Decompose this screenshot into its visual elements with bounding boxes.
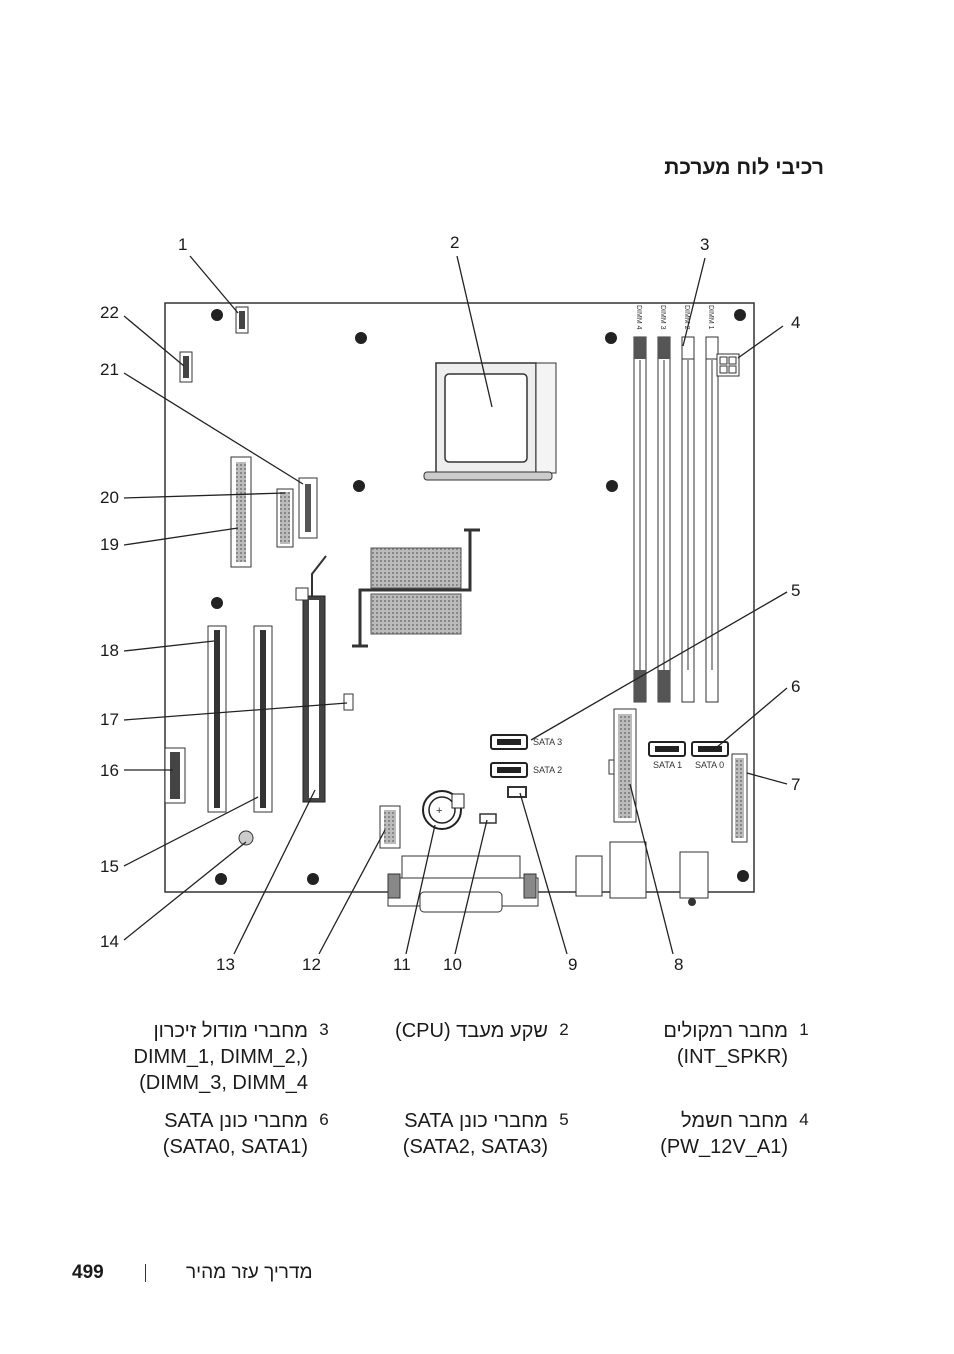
front-panel-connector <box>276 488 294 548</box>
legend-text: מחברי כונן SATA (SATA2, SATA3) <box>402 1110 548 1158</box>
sata0-label: SATA 0 <box>695 760 724 770</box>
callout-19: 19 <box>100 535 119 554</box>
callout-18: 18 <box>100 641 119 660</box>
leader-lines <box>123 255 788 955</box>
side-connector <box>164 747 186 804</box>
callout-17: 17 <box>100 710 119 729</box>
legend-number: 6 <box>319 1110 329 1129</box>
sata3-label: SATA 3 <box>533 737 562 747</box>
callout-1: 1 <box>178 235 188 254</box>
sata2-label: SATA 2 <box>533 765 562 775</box>
callout-10: 10 <box>443 955 462 974</box>
callout-14: 14 <box>100 932 119 951</box>
power-connector-12v <box>716 353 740 377</box>
fan-connector-top <box>235 306 249 334</box>
callout-3: 3 <box>700 235 710 254</box>
legend-number: 5 <box>559 1110 569 1129</box>
chipset-heatsink <box>352 528 480 648</box>
dimm1-label: DIMM 1 <box>707 305 714 330</box>
cpu-socket <box>423 362 557 481</box>
legend-text: מחברי כונן SATA (SATA0, SATA1) <box>162 1110 308 1158</box>
callout-16: 16 <box>100 761 119 780</box>
rear-io <box>387 841 709 913</box>
page-number: 499 <box>72 1262 104 1283</box>
guide-title: מדריך עזר מהיר <box>186 1262 313 1283</box>
legend-item: 6 מחברי כונן SATA (SATA0, SATA1) <box>100 1108 340 1160</box>
legend-text: מחבר רמקולים (INT_SPKR) <box>663 1020 788 1068</box>
pcie-x1-slot <box>298 477 318 539</box>
motherboard-diagram: DIMM 4 DIMM 3 DIMM 2 DIMM 1 <box>123 255 788 955</box>
section-heading: רכיבי לוח מערכת <box>664 156 824 179</box>
callout-12: 12 <box>302 955 321 974</box>
floppy-connector <box>731 753 748 843</box>
jumper <box>343 693 354 711</box>
usb-header <box>379 805 401 849</box>
legend-text: שקע מעבד (CPU) <box>395 1020 548 1042</box>
legend-text: מחבר חשמל (PW_12V_A1) <box>660 1110 788 1158</box>
legend-row: 1 מחבר רמקולים (INT_SPKR) 2 שקע מעבד (CP… <box>100 1018 820 1096</box>
svg-text:+: + <box>436 805 442 817</box>
callout-15: 15 <box>100 857 119 876</box>
connector-10 <box>479 813 497 824</box>
ide-connector <box>230 456 252 568</box>
legend-number: 2 <box>559 1020 569 1039</box>
dimm3-label: DIMM 3 <box>659 305 666 330</box>
connector-9 <box>507 786 527 798</box>
callout-2: 2 <box>450 233 460 252</box>
legend-text: מחברי מודול זיכרון (DIMM_1, DIMM_2, DIMM… <box>133 1020 308 1094</box>
legend-item: 5 מחברי כונן SATA (SATA2, SATA3) <box>340 1108 580 1160</box>
legend-number: 1 <box>799 1020 809 1039</box>
callout-20: 20 <box>100 488 119 507</box>
legend-item: 1 מחבר רמקולים (INT_SPKR) <box>580 1018 820 1096</box>
legend-item: 2 שקע מעבד (CPU) <box>340 1018 580 1096</box>
callout-4: 4 <box>791 313 801 332</box>
footer-separator <box>145 1264 146 1282</box>
pcie-x16-slot <box>295 555 327 803</box>
callout-21: 21 <box>100 360 119 379</box>
legend-table: 1 מחבר רמקולים (INT_SPKR) 2 שקע מעבד (CP… <box>100 1018 820 1172</box>
dimm-slots <box>633 336 719 703</box>
callout-5: 5 <box>791 581 801 600</box>
callout-8: 8 <box>674 955 684 974</box>
legend-number: 3 <box>319 1020 329 1039</box>
legend-number: 4 <box>799 1110 809 1129</box>
callout-6: 6 <box>791 677 801 696</box>
callout-13: 13 <box>216 955 235 974</box>
callout-9: 9 <box>568 955 578 974</box>
mounting-holes <box>211 309 749 885</box>
legend-item: 3 מחברי מודול זיכרון (DIMM_1, DIMM_2, DI… <box>100 1018 340 1096</box>
speaker-led <box>238 830 254 846</box>
dimm2-label: DIMM 2 <box>683 305 690 330</box>
main-power-connector <box>608 708 637 823</box>
callout-11: 11 <box>393 955 411 974</box>
dimm4-label: DIMM 4 <box>635 305 642 330</box>
battery: + <box>422 790 465 830</box>
callout-22: 22 <box>100 303 119 322</box>
callout-7: 7 <box>791 775 801 794</box>
legend-row: 4 מחבר חשמל (PW_12V_A1) 5 מחברי כונן SAT… <box>100 1108 820 1160</box>
sata1-label: SATA 1 <box>653 760 682 770</box>
fan-connector-side <box>179 351 193 383</box>
legend-item: 4 מחבר חשמל (PW_12V_A1) <box>580 1108 820 1160</box>
pci-slots <box>207 625 273 813</box>
